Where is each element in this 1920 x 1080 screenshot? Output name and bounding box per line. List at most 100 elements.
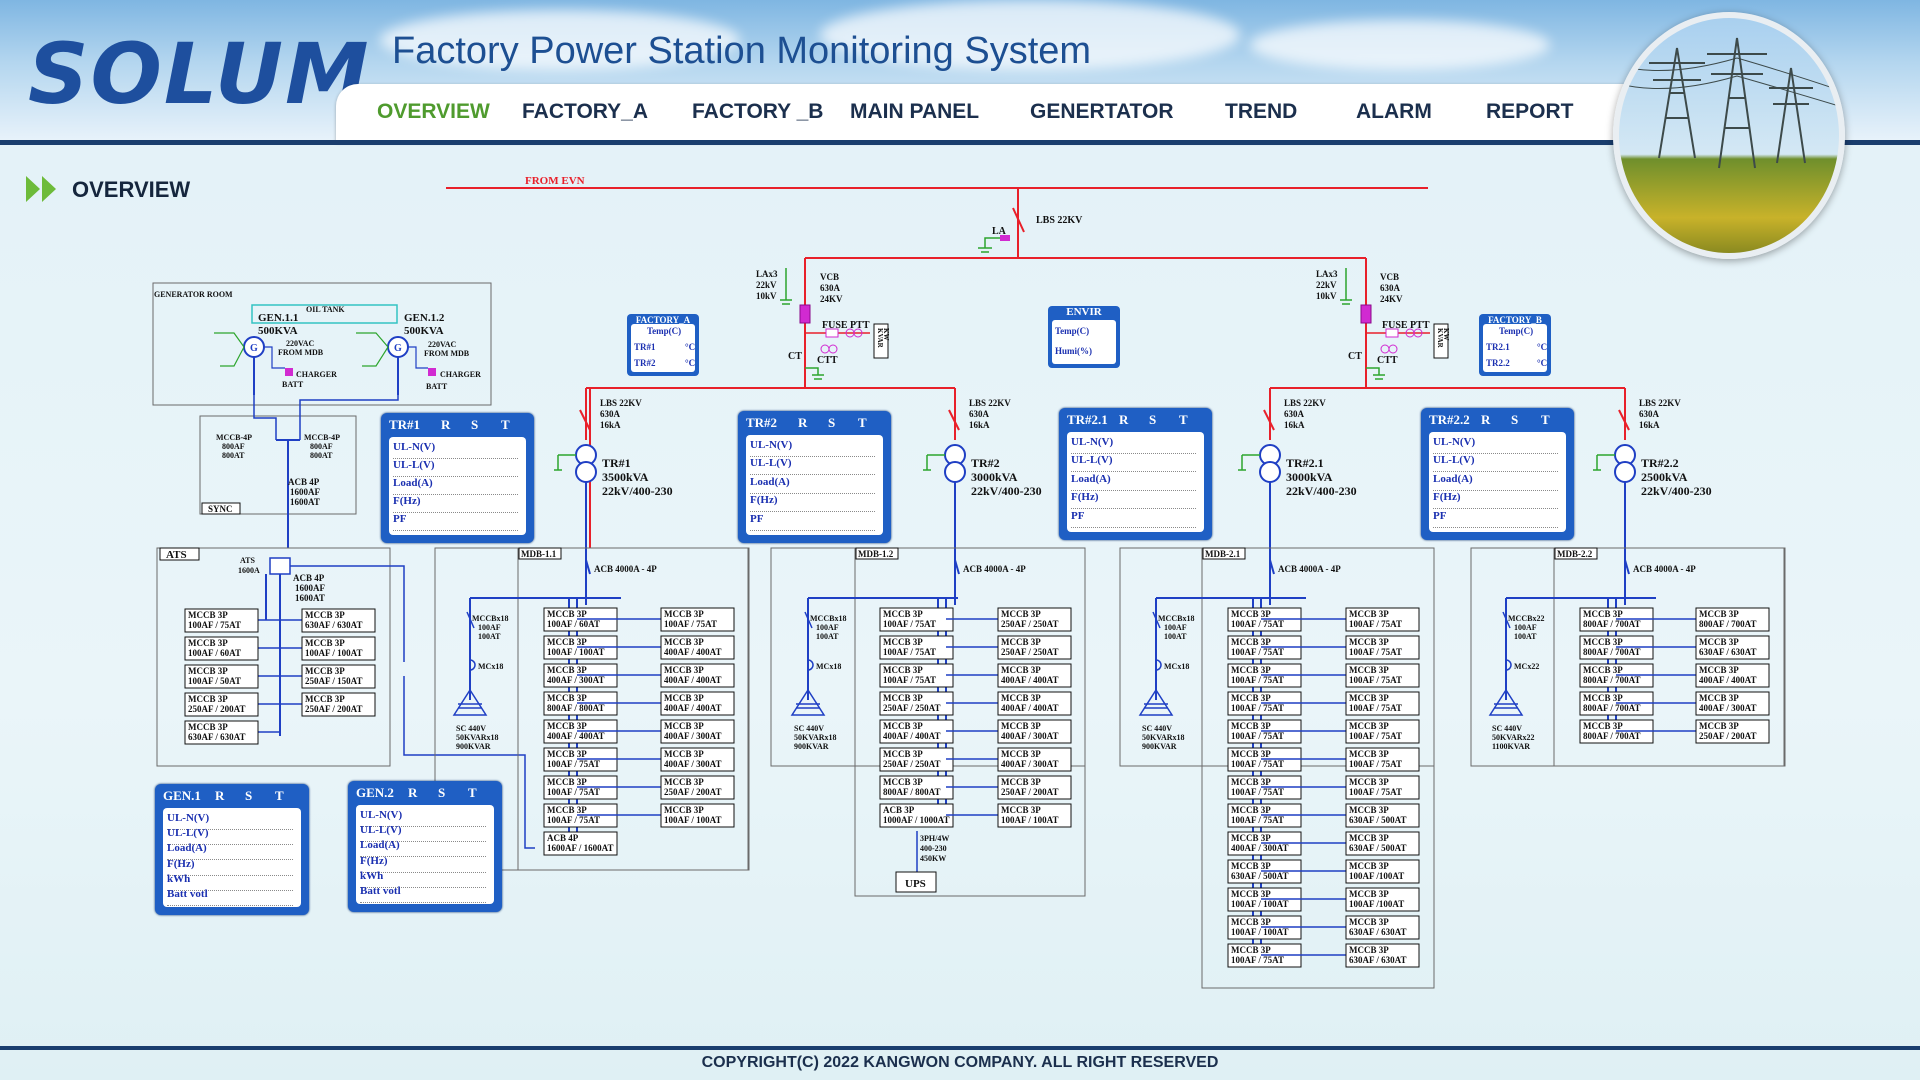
- transformer-secondary-icon[interactable]: [575, 461, 597, 483]
- meter-row: Load(A): [750, 476, 875, 494]
- svg-text:KVAR: KVAR: [1436, 328, 1444, 349]
- capacitor-bank-icon[interactable]: [1488, 688, 1524, 716]
- mdb-breaker[interactable]: [997, 607, 1072, 632]
- mdb-breaker[interactable]: [1345, 747, 1420, 772]
- mdb-breaker[interactable]: [1345, 887, 1420, 912]
- ats-switch-icon[interactable]: [269, 557, 291, 575]
- mdb-breaker[interactable]: [660, 803, 735, 828]
- capacitor-bank-icon[interactable]: [452, 688, 488, 716]
- mdb-breaker[interactable]: [1345, 915, 1420, 940]
- tab-factory-a[interactable]: FACTORY_A: [522, 100, 649, 123]
- tab-trend[interactable]: TREND: [1225, 100, 1298, 123]
- sync-label[interactable]: SYNC: [208, 504, 233, 514]
- tab-factory-b[interactable]: FACTORY _B: [692, 100, 824, 123]
- transformer-name: TR#2: [971, 456, 1000, 470]
- mdb-breaker[interactable]: [997, 719, 1072, 744]
- svg-text:400AF / 300AT: 400AF / 300AT: [1001, 731, 1059, 741]
- svg-text:CTT: CTT: [1377, 355, 1398, 366]
- tab-alarm[interactable]: ALARM: [1356, 100, 1432, 123]
- mdb-breaker[interactable]: [997, 691, 1072, 716]
- mdb-breaker[interactable]: [1345, 943, 1420, 968]
- mdb-breaker[interactable]: [660, 719, 735, 744]
- mdb-breaker[interactable]: [997, 635, 1072, 660]
- mdb-breaker[interactable]: [1695, 607, 1770, 632]
- ats-breaker[interactable]: [184, 664, 259, 689]
- tab-generator[interactable]: GENERTATOR: [1030, 100, 1174, 123]
- mdb-breaker[interactable]: [1345, 859, 1420, 884]
- ats-breaker[interactable]: [184, 608, 259, 633]
- mdb-name: MDB-1.1: [521, 549, 557, 559]
- ats-breaker[interactable]: [301, 636, 376, 661]
- mdb-breaker[interactable]: [543, 831, 618, 856]
- ats-breaker[interactable]: [301, 692, 376, 717]
- mdb-breaker[interactable]: [1345, 691, 1420, 716]
- mdb-breaker[interactable]: [997, 803, 1072, 828]
- factory-a-temp-box[interactable]: FACTORY_A Temp(C) TR#1 °C TR#2 °C: [627, 314, 699, 376]
- phase-label: S: [828, 415, 836, 430]
- mdb-breaker[interactable]: [997, 747, 1072, 772]
- ats-breaker[interactable]: [301, 608, 376, 633]
- transformer-secondary-icon[interactable]: [1614, 461, 1636, 483]
- svg-text:2500kVA: 2500kVA: [1641, 470, 1688, 484]
- svg-text:50KVARx18: 50KVARx18: [794, 733, 837, 742]
- svg-text:MCCB 3P: MCCB 3P: [1583, 693, 1623, 703]
- svg-text:MCCB 3P: MCCB 3P: [547, 637, 587, 647]
- mdb-breaker[interactable]: [1345, 635, 1420, 660]
- mdb-breaker[interactable]: [660, 691, 735, 716]
- mdb-breaker[interactable]: [1695, 719, 1770, 744]
- mdb-breaker[interactable]: [1695, 691, 1770, 716]
- mdb-breaker[interactable]: [1695, 635, 1770, 660]
- mdb-breaker[interactable]: [660, 635, 735, 660]
- mdb-breaker[interactable]: [660, 607, 735, 632]
- mdb-breaker[interactable]: [1695, 663, 1770, 688]
- svg-text:630AF / 500AT: 630AF / 500AT: [1349, 843, 1407, 853]
- mdb-breaker[interactable]: [1345, 607, 1420, 632]
- svg-text:SC 440V: SC 440V: [794, 724, 824, 733]
- mdb-breaker[interactable]: [660, 747, 735, 772]
- meter-name: TR#1: [389, 417, 421, 432]
- mdb-breaker[interactable]: [1345, 719, 1420, 744]
- svg-text:MCx22: MCx22: [1514, 662, 1539, 671]
- factory-b-temp-box[interactable]: FACTORY_B Temp(C) TR2.1 °C TR2.2 °C: [1479, 314, 1551, 376]
- capacitor-bank-icon[interactable]: [790, 688, 826, 716]
- tab-overview[interactable]: OVERVIEW: [377, 100, 490, 123]
- svg-text:GENERATOR ROOM: GENERATOR ROOM: [154, 290, 233, 299]
- transformer-secondary-icon[interactable]: [1259, 461, 1281, 483]
- mdb-breaker[interactable]: [1345, 803, 1420, 828]
- vcb-b-icon[interactable]: [1360, 304, 1372, 324]
- mdb-breaker[interactable]: [997, 775, 1072, 800]
- mdb-breaker[interactable]: [660, 775, 735, 800]
- envir-box[interactable]: ENVIR Temp(C) Humi(%): [1048, 306, 1120, 368]
- tab-report[interactable]: REPORT: [1486, 100, 1574, 123]
- kwh-meter-a[interactable]: [873, 323, 889, 359]
- svg-text:MCCBx18: MCCBx18: [472, 614, 508, 623]
- meter-row: kWh: [167, 873, 293, 891]
- ups-box[interactable]: [895, 871, 937, 893]
- mdb-breaker[interactable]: [1345, 663, 1420, 688]
- svg-text:630AF / 630AT: 630AF / 630AT: [1349, 927, 1407, 937]
- meter-row: F(Hz): [393, 495, 518, 513]
- svg-text:FUSE PTT: FUSE PTT: [822, 320, 870, 331]
- mdb-breaker[interactable]: [997, 663, 1072, 688]
- tab-main-panel[interactable]: MAIN PANEL: [850, 100, 980, 123]
- mdb-breaker[interactable]: [660, 663, 735, 688]
- vcb-a-icon[interactable]: [799, 304, 811, 324]
- capacitor-bank-icon[interactable]: [1138, 688, 1174, 716]
- ats-breaker[interactable]: [184, 692, 259, 717]
- transformer-secondary-icon[interactable]: [944, 461, 966, 483]
- kwh-meter-b[interactable]: [1433, 323, 1449, 359]
- svg-text:MCCB 3P: MCCB 3P: [1231, 889, 1271, 899]
- ats-breaker[interactable]: [184, 636, 259, 661]
- mdb-breaker[interactable]: [1345, 831, 1420, 856]
- ats-breaker[interactable]: [184, 720, 259, 745]
- ups-label: UPS: [905, 878, 926, 890]
- ats-breaker[interactable]: [301, 664, 376, 689]
- mdb-breaker[interactable]: [1345, 775, 1420, 800]
